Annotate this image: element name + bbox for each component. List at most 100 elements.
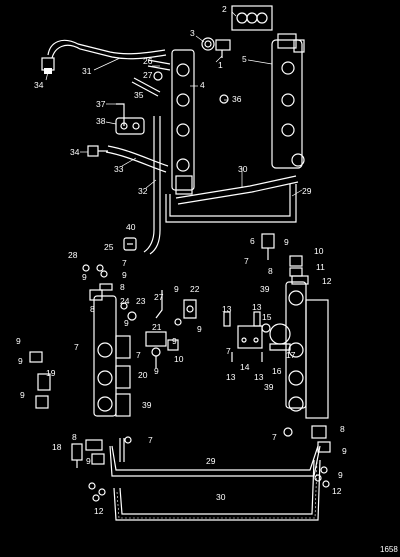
figure-id: 1658: [380, 545, 398, 554]
callout-38: 38: [96, 116, 106, 126]
o-rings-2: [231, 5, 273, 31]
callout-7: 7: [244, 256, 249, 266]
part-25: [96, 264, 104, 272]
callout-labels: 2 3 1 5 26 27 4 31 34 35 36 37 38 34 33 …: [16, 4, 347, 516]
callout-27b: 27: [154, 292, 164, 302]
upper-assembly: [41, 5, 305, 255]
lower-right-assembly: [223, 233, 331, 488]
callout-9n: 9: [338, 470, 343, 480]
callout-30: 30: [238, 164, 248, 174]
bolt-37: [116, 103, 125, 126]
callout-22: 22: [190, 284, 200, 294]
callout-8d: 8: [72, 432, 77, 442]
callout-8: 8: [268, 266, 273, 276]
callout-2: 2: [222, 4, 227, 14]
callout-30b: 30: [216, 492, 226, 502]
leader-lines: [45, 11, 303, 197]
callout-5: 5: [242, 54, 247, 64]
callout-9e: 9: [197, 324, 202, 334]
callout-17: 17: [286, 350, 296, 360]
cap-18: [71, 443, 83, 468]
callout-12b: 12: [94, 506, 104, 516]
callout-36: 36: [232, 94, 242, 104]
hose-26: [147, 59, 171, 71]
callout-16: 16: [272, 366, 282, 376]
callout-28: 28: [68, 250, 78, 260]
callout-9k: 9: [20, 390, 25, 400]
callout-34: 34: [34, 80, 44, 90]
part-10-right: [289, 255, 303, 267]
callout-13b: 13: [252, 302, 262, 312]
seal-3: [201, 37, 215, 51]
callout-9m: 9: [342, 446, 347, 456]
lower-left-assembly: [29, 264, 197, 502]
callout-10b: 10: [174, 354, 184, 364]
hose-32: [143, 116, 161, 255]
callout-11: 11: [316, 262, 325, 272]
callout-37: 37: [96, 99, 106, 109]
callout-29: 29: [302, 186, 312, 196]
clamp-27: [153, 71, 163, 81]
callout-7g: 7: [272, 432, 277, 442]
callout-39c: 39: [264, 382, 274, 392]
callout-24: 24: [120, 296, 130, 306]
callout-9: 9: [284, 237, 289, 247]
callout-29b: 29: [206, 456, 216, 466]
callout-19: 19: [46, 368, 56, 378]
callout-10: 10: [314, 246, 324, 256]
callout-12: 12: [322, 276, 332, 286]
callout-31: 31: [82, 66, 92, 76]
bracket-19: [29, 351, 51, 409]
callout-32: 32: [138, 186, 148, 196]
callout-9c: 9: [122, 270, 127, 280]
callout-15: 15: [262, 312, 272, 322]
callout-7c: 7: [136, 350, 141, 360]
callout-3: 3: [190, 28, 195, 38]
callout-33: 33: [114, 164, 124, 174]
callout-21: 21: [152, 322, 162, 332]
part-24: [120, 302, 128, 310]
callout-8e: 8: [340, 424, 345, 434]
part-8-right: [291, 275, 309, 285]
part-23: [127, 311, 137, 321]
callout-7b: 7: [122, 258, 127, 268]
callout-18: 18: [52, 442, 62, 452]
callout-9h: 9: [154, 366, 159, 376]
callout-13c: 13: [226, 372, 236, 382]
clamp-40: [123, 237, 137, 251]
callout-34b: 34: [70, 147, 80, 157]
callout-8c: 8: [90, 304, 95, 314]
callout-25: 25: [104, 242, 114, 252]
hose-31: [47, 39, 166, 56]
hose-29-top: [169, 184, 291, 217]
callout-9d: 9: [174, 284, 179, 294]
callout-39: 39: [260, 284, 270, 294]
regulator-17: [269, 323, 291, 351]
callout-14: 14: [240, 362, 250, 372]
bracket-14: [231, 325, 263, 362]
callout-12c: 12: [332, 486, 342, 496]
fitting-6: [261, 233, 275, 260]
o-ring-15: [261, 323, 271, 333]
callout-40: 40: [126, 222, 136, 232]
callout-1: 1: [218, 60, 223, 70]
part-28: [82, 264, 90, 272]
callout-35: 35: [134, 90, 144, 100]
callout-9i: 9: [16, 336, 21, 346]
hose-30-top: [175, 175, 299, 205]
callout-7d: 7: [74, 342, 79, 352]
bottom-hoses: [109, 445, 321, 521]
callout-6: 6: [250, 236, 255, 246]
lower-left-rail: [93, 295, 117, 417]
cap-34-mid: [87, 145, 108, 157]
callout-9f: 9: [124, 318, 129, 328]
callout-4: 4: [200, 80, 205, 90]
part-11: [289, 267, 303, 277]
bracket-22: [183, 299, 197, 319]
callout-7e: 7: [226, 346, 231, 356]
bolt-13-a: [223, 311, 231, 327]
hose-30: [113, 459, 321, 521]
callout-8b: 8: [120, 282, 125, 292]
hose-29: [109, 445, 321, 477]
right-fuel-rail: [271, 33, 305, 169]
